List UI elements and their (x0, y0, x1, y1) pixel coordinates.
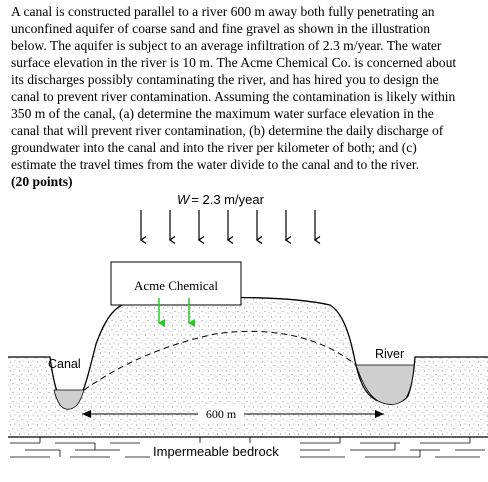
problem-line: estimate the travel times from the water… (11, 157, 420, 172)
canal-label: Canal (48, 357, 81, 371)
acme-chemical-box (110, 261, 242, 306)
problem-line: 350 m of the canal, (a) determine the ma… (11, 106, 434, 121)
problem-line: canal to prevent river contamination. As… (11, 89, 456, 104)
company-label: Acme Chemical (134, 278, 218, 293)
points-label: (20 points) (11, 174, 73, 189)
canal-water (53, 389, 85, 410)
problem-line: below. The aquifer is subject to an aver… (11, 38, 442, 53)
distance-label: 600 m (206, 407, 237, 421)
problem-statement: A canal is constructed parallel to a riv… (11, 3, 485, 190)
problem-line: its discharges possibly contaminating th… (11, 72, 439, 87)
river-label: River (375, 347, 404, 361)
water-table (83, 330, 357, 391)
aquifer-sand (8, 297, 488, 437)
problem-line: A canal is constructed parallel to a riv… (11, 4, 435, 19)
problem-line: canal that will prevent river contaminat… (11, 123, 444, 138)
bedrock-hatch (10, 437, 485, 458)
problem-line: groundwater into the canal and into the … (11, 140, 417, 155)
bedrock-label: Impermeable bedrock (153, 444, 279, 459)
infiltration-label: W= 2.3 m/year (177, 192, 265, 207)
river-water (355, 364, 415, 405)
problem-line: unconfined aquifer of coarse sand and fi… (11, 21, 431, 36)
infiltration-arrows (141, 210, 315, 240)
problem-line: surface elevation in the river is 10 m. … (11, 55, 457, 70)
aquifer-diagram: W= 2.3 m/year Acme Chemical Canal River … (8, 192, 488, 459)
